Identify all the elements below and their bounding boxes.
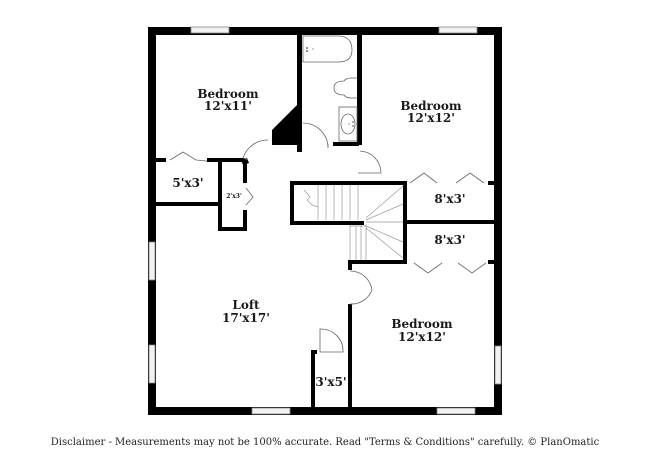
room-dimensions: 12'x11' — [204, 99, 252, 113]
closet-5x3-bifold-door — [169, 151, 208, 162]
bedroom-1-door — [242, 139, 269, 161]
tub-faucet-icon — [306, 47, 308, 49]
window-bottom-right — [436, 407, 476, 415]
closet-8x3-upper-bifold-left — [409, 172, 438, 184]
window-top-right — [438, 26, 478, 34]
closet-8x3-lower-label: 8'x3' — [434, 233, 465, 247]
room-name: Bedroom — [400, 99, 461, 113]
sink-icon — [340, 113, 356, 135]
room-name: Loft — [232, 298, 260, 312]
window-bottom-left — [251, 407, 291, 415]
closet-3x5-door — [319, 328, 344, 353]
toilet-icon — [333, 77, 357, 99]
closet-2x3-label: 2'x3' — [226, 193, 242, 200]
room-dimensions: 12'x12' — [407, 111, 455, 125]
staircase — [303, 185, 404, 260]
bedroom-2-door — [358, 150, 382, 174]
outer-walls — [148, 27, 502, 415]
sink-counter — [338, 106, 358, 142]
window-left-lower — [148, 344, 156, 384]
bathroom-fixtures — [302, 35, 358, 142]
room-dimensions: 17'x17' — [222, 311, 270, 325]
disclaimer-text: Disclaimer - Measurements may not be 100… — [50, 437, 600, 448]
room-name: Bedroom — [197, 87, 258, 101]
window-right-lower — [494, 345, 502, 385]
closet-8x3-lower-bifold-left — [413, 262, 443, 274]
room-labels: Bedroom 12'x11' Bedroom 12'x12' Bedroom … — [172, 87, 465, 389]
window-left-upper — [148, 241, 156, 281]
closet-5x3-label: 5'x3' — [172, 176, 203, 190]
window-top-left — [190, 26, 230, 34]
interior-walls — [156, 35, 496, 409]
loft-label: Loft 17'x17' — [222, 298, 270, 325]
bedroom-1-label: Bedroom 12'x11' — [197, 87, 258, 113]
bedroom-2-label: Bedroom 12'x12' — [400, 99, 461, 125]
bathroom-door — [302, 122, 329, 149]
closet-3x5-label: 3'x5' — [315, 375, 346, 389]
closet-2x3-bifold-door — [245, 187, 254, 206]
closet-8x3-lower-bifold-right — [457, 262, 487, 274]
windows — [148, 26, 502, 415]
closet-8x3-upper-label: 8'x3' — [434, 192, 465, 206]
bedroom-3-door — [349, 270, 373, 305]
bathtub-icon — [302, 35, 353, 63]
room-dimensions: 12'x12' — [398, 330, 446, 344]
closet-8x3-upper-bifold-right — [455, 172, 485, 184]
doors — [169, 122, 487, 353]
bedroom-3-label: Bedroom 12'x12' — [391, 317, 452, 344]
room-name: Bedroom — [391, 317, 452, 331]
